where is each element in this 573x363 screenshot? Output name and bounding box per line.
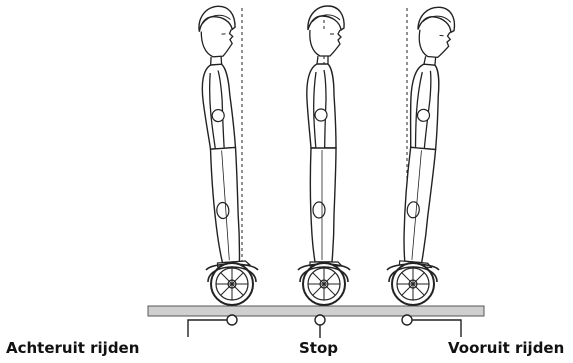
rider-leaning-back bbox=[196, 5, 258, 305]
leader-backward bbox=[188, 315, 237, 337]
rider-leaning-forward bbox=[387, 6, 456, 305]
label-backward: Achteruit rijden bbox=[6, 341, 139, 356]
rider-upright bbox=[298, 6, 350, 305]
label-stop: Stop bbox=[299, 341, 338, 356]
leader-stop bbox=[315, 315, 325, 338]
leader-forward bbox=[402, 315, 461, 337]
ground-surface bbox=[148, 306, 484, 316]
label-forward: Vooruit rijden bbox=[448, 341, 564, 356]
